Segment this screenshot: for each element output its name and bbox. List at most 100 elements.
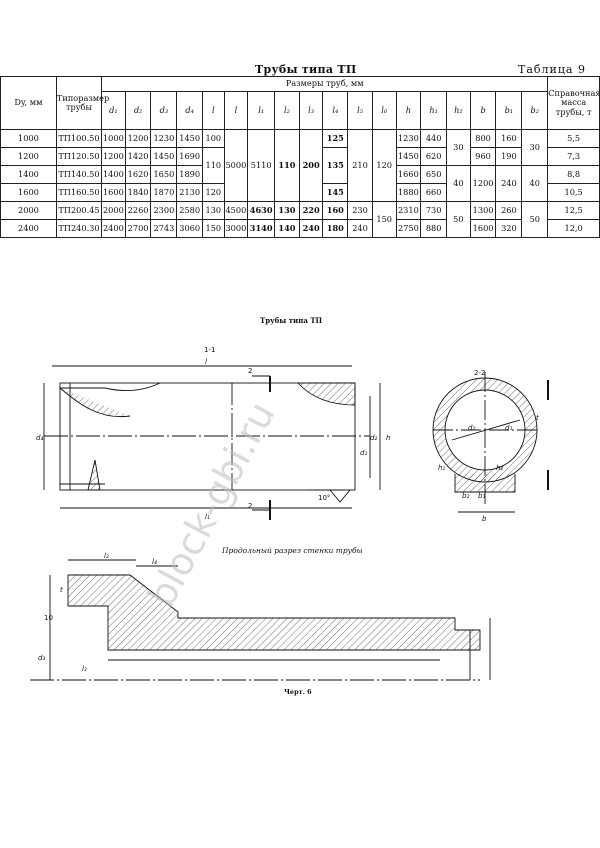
profile-caption: Продольный разрез стенки трубы [222,546,363,555]
label-section-1-1: 1-1 [204,346,215,354]
drawing-subtitle: Трубы типа ТП [260,316,323,325]
cell: 1230 [150,129,178,148]
header-dy: Dy, мм [0,76,57,130]
cell-dy: 1600 [0,183,57,202]
label-d3: d₃ [38,654,45,662]
subheader: h [395,91,422,130]
cell: 1620 [124,165,152,184]
cell: 2300 [150,201,178,220]
subheader: d₄ [176,91,204,130]
cell: 730 [420,201,448,220]
cell: 120 [371,129,397,202]
technical-drawing: 1-1 2-2 l l₁ l₂ l₂ l₄ d₄ d₁ d₂ h d₃ t 10… [30,346,549,681]
cell: 1600 [469,219,497,238]
cell: 210 [347,129,373,202]
cell: 200 [298,129,324,202]
subheader: d₁ [101,91,126,130]
label-cut-2-bottom: 2 [248,502,252,510]
figure-caption: Черт. 6 [284,688,312,696]
label-d1-cross: d₁ [505,424,512,432]
header-size: Типоразмер трубы [55,76,109,130]
cell: 1880 [395,183,422,202]
table-title: Трубы типа ТП [255,63,357,76]
subheader: l₅ [347,91,373,130]
subheader: b [469,91,497,130]
cell: 320 [495,219,523,238]
cell: 650 [420,165,448,184]
cell: 5110 [247,129,276,202]
label-d1: d₁ [360,449,367,457]
cell: 40 [446,165,471,202]
wall-profile-view [30,559,491,681]
cell: 5000 [223,129,249,202]
cell: 260 [495,201,523,220]
cell: 1000 [101,129,126,148]
label-l4: l₄ [152,558,157,566]
cell-size: ТП100.50 [55,129,103,148]
cell: 3000 [223,219,249,238]
cell: 1450 [150,147,178,166]
cell: 4630 [247,201,276,220]
cell: 150 [371,201,397,238]
cell: 2260 [124,201,152,220]
watermark: block-gbi.ru [139,395,284,614]
cell-mass: 12,0 [547,219,600,238]
label-section-2-2: 2-2 [474,369,485,377]
cell-mass: 8,8 [547,165,600,184]
header-mass: Справочная масса трубы, т [547,76,600,130]
cell: 1200 [101,147,126,166]
label-l1: l₁ [205,513,210,521]
cell: 110 [274,129,300,202]
label-b1: b₁ [478,492,485,500]
table-number: Таблица 9 [518,63,586,76]
cell: 230 [347,201,373,220]
cell: 220 [298,201,324,220]
cell: 440 [420,129,448,148]
cell: 30 [446,129,471,166]
cell: 2310 [395,201,422,220]
spec-table: Dy, мм Типоразмер трубы Размеры труб, мм… [0,76,600,238]
cell: 1200 [469,165,497,202]
cell-dy: 1400 [0,165,57,184]
cell: 3060 [176,219,204,238]
label-b2: b₂ [462,492,469,500]
label-l2-bottom: l₂ [82,665,87,673]
cell: 140 [274,219,300,238]
cell-dy: 2400 [0,219,57,238]
label-d4: d₄ [36,434,43,442]
cell: 2400 [101,219,126,238]
cell: 240 [298,219,324,238]
cell: 240 [347,219,373,238]
subheader: l₄ [322,91,349,130]
table-row: 1000 ТП100.50 1000 1200 1230 1450 100 50… [0,129,600,202]
label-cut-2-top: 2 [248,367,252,375]
cell: 125 [322,129,349,148]
cell-dy: 2000 [0,201,57,220]
cell-mass: 10,5 [547,183,600,202]
label-d2-cross: d₂ [468,424,475,432]
section-1-1-view [43,365,381,520]
cell: 660 [420,183,448,202]
cell: 135 [322,147,349,184]
cell: 110 [202,147,225,184]
cell-dy: 1200 [0,147,57,166]
cell: 2750 [395,219,422,238]
cell: 130 [274,201,300,220]
cell: 1450 [395,147,422,166]
cell: 1300 [469,201,497,220]
cell: 880 [420,219,448,238]
label-t-cross: t [536,414,539,422]
subheader: l [202,91,225,130]
cell: 150 [202,219,225,238]
cell-mass: 5,5 [547,129,600,148]
cell: 2000 [101,201,126,220]
cell: 1870 [150,183,178,202]
cell: 240 [495,165,523,202]
cell: 620 [420,147,448,166]
cell-size: ТП200.45 [55,201,103,220]
subheader: l₃ [298,91,324,130]
cell: 1230 [395,129,422,148]
cell-mass: 12,5 [547,201,600,220]
subheader: l₆ [371,91,397,130]
label-t-profile: t [60,586,63,594]
